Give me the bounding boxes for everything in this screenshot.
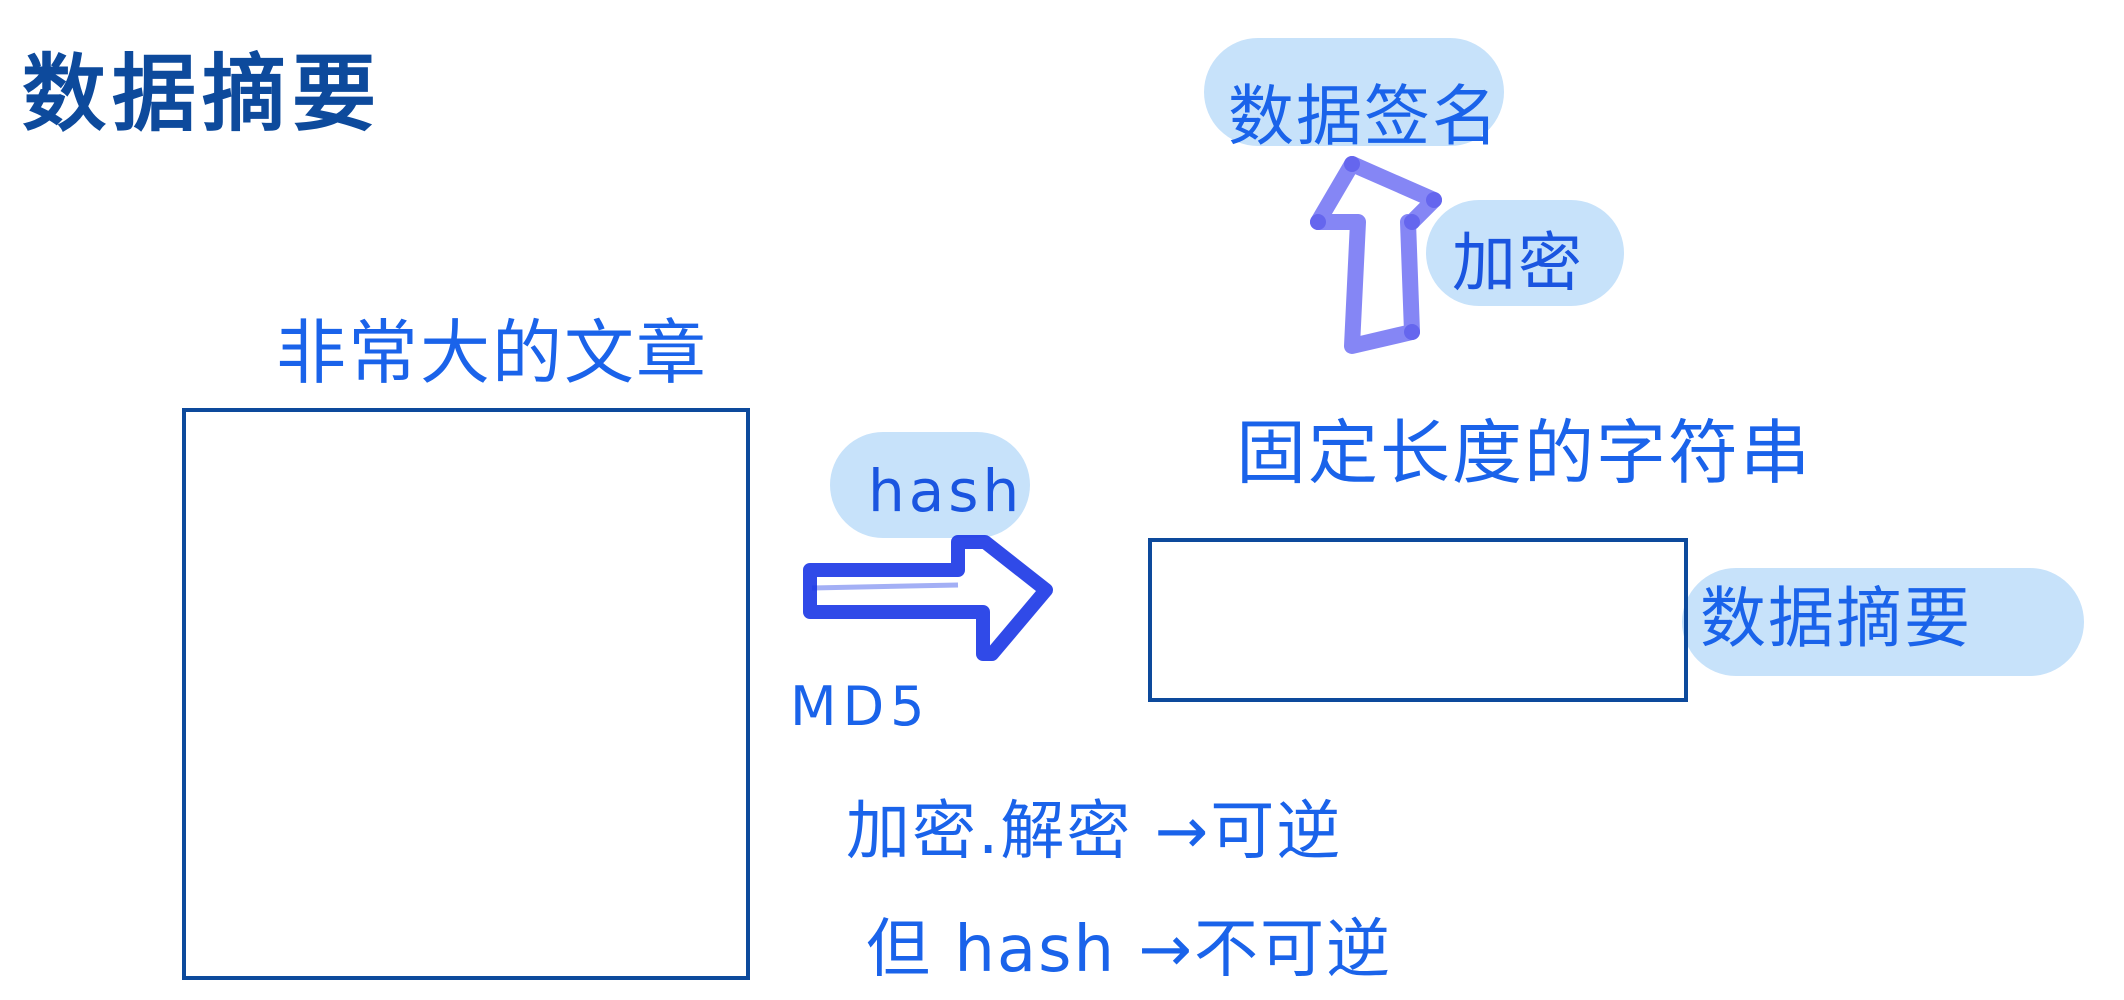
note-reversible: 加密.解密 →可逆 [846,795,1343,869]
article-box [182,408,750,980]
signature-label: 数据签名 [1228,78,1500,155]
hash-highlight [830,432,1030,538]
digest-highlight [1682,568,2084,676]
encrypt-label: 加密 [1452,227,1584,301]
fixed-length-string-box [1148,538,1688,702]
page-title: 数据摘要 [22,45,383,143]
note-irreversible: 但 hash →不可逆 [866,913,1392,987]
digest-label: 数据摘要 [1700,580,1972,657]
up-arrow-icon [1310,156,1442,354]
fixed-string-label: 固定长度的字符串 [1236,412,1812,494]
encrypt-highlight [1426,200,1624,306]
article-label: 非常大的文章 [276,312,708,394]
signature-highlight [1204,38,1504,146]
md5-label: MD5 [790,675,931,738]
right-arrow-icon [803,535,1053,661]
hash-label: hash [868,457,1024,525]
